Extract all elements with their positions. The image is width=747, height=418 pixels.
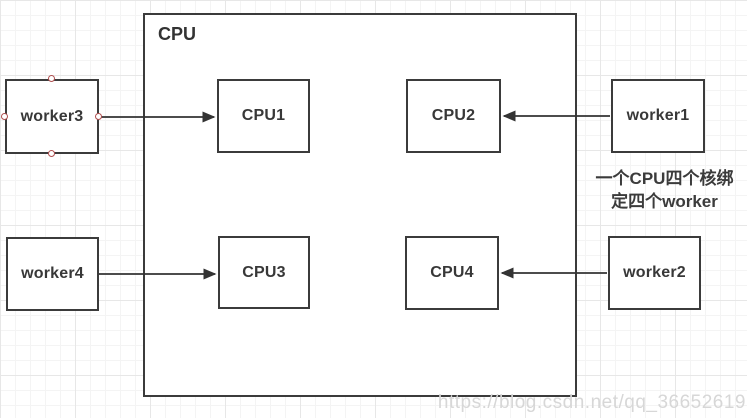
- cpu-group-container[interactable]: CPU: [143, 13, 577, 397]
- node-worker3-label: worker3: [20, 107, 84, 125]
- connection-handle-top-icon[interactable]: [48, 75, 55, 82]
- node-worker4-label: worker4: [21, 265, 84, 282]
- annotation-line1: 一个CPU四个核绑: [595, 169, 734, 188]
- node-cpu2-label: CPU2: [431, 107, 476, 124]
- node-worker1[interactable]: worker1: [611, 79, 705, 153]
- node-cpu1-label: CPU1: [241, 107, 286, 124]
- connection-handle-bottom-icon[interactable]: [48, 150, 55, 157]
- node-cpu1[interactable]: CPU1: [217, 79, 310, 153]
- annotation-line2: 定四个worker: [611, 192, 718, 211]
- node-worker3[interactable]: worker3: [5, 79, 99, 154]
- node-cpu4[interactable]: CPU4: [405, 236, 499, 310]
- node-worker2-label: worker2: [623, 264, 686, 281]
- cpu-group-label: CPU: [158, 24, 197, 44]
- watermark-text: https://blog.csdn.net/qq_36652619: [437, 392, 746, 413]
- connection-handle-right-icon[interactable]: [95, 113, 102, 120]
- node-cpu3[interactable]: CPU3: [218, 236, 310, 309]
- annotation-text: 一个CPU四个核绑 定四个worker: [582, 167, 747, 213]
- node-worker1-label: worker1: [626, 107, 690, 124]
- node-cpu3-label: CPU3: [242, 263, 286, 281]
- node-worker4[interactable]: worker4: [6, 237, 99, 311]
- node-cpu2[interactable]: CPU2: [406, 79, 501, 153]
- node-worker2[interactable]: worker2: [608, 236, 701, 310]
- connection-handle-left-icon[interactable]: [1, 113, 8, 120]
- node-cpu4-label: CPU4: [430, 264, 474, 281]
